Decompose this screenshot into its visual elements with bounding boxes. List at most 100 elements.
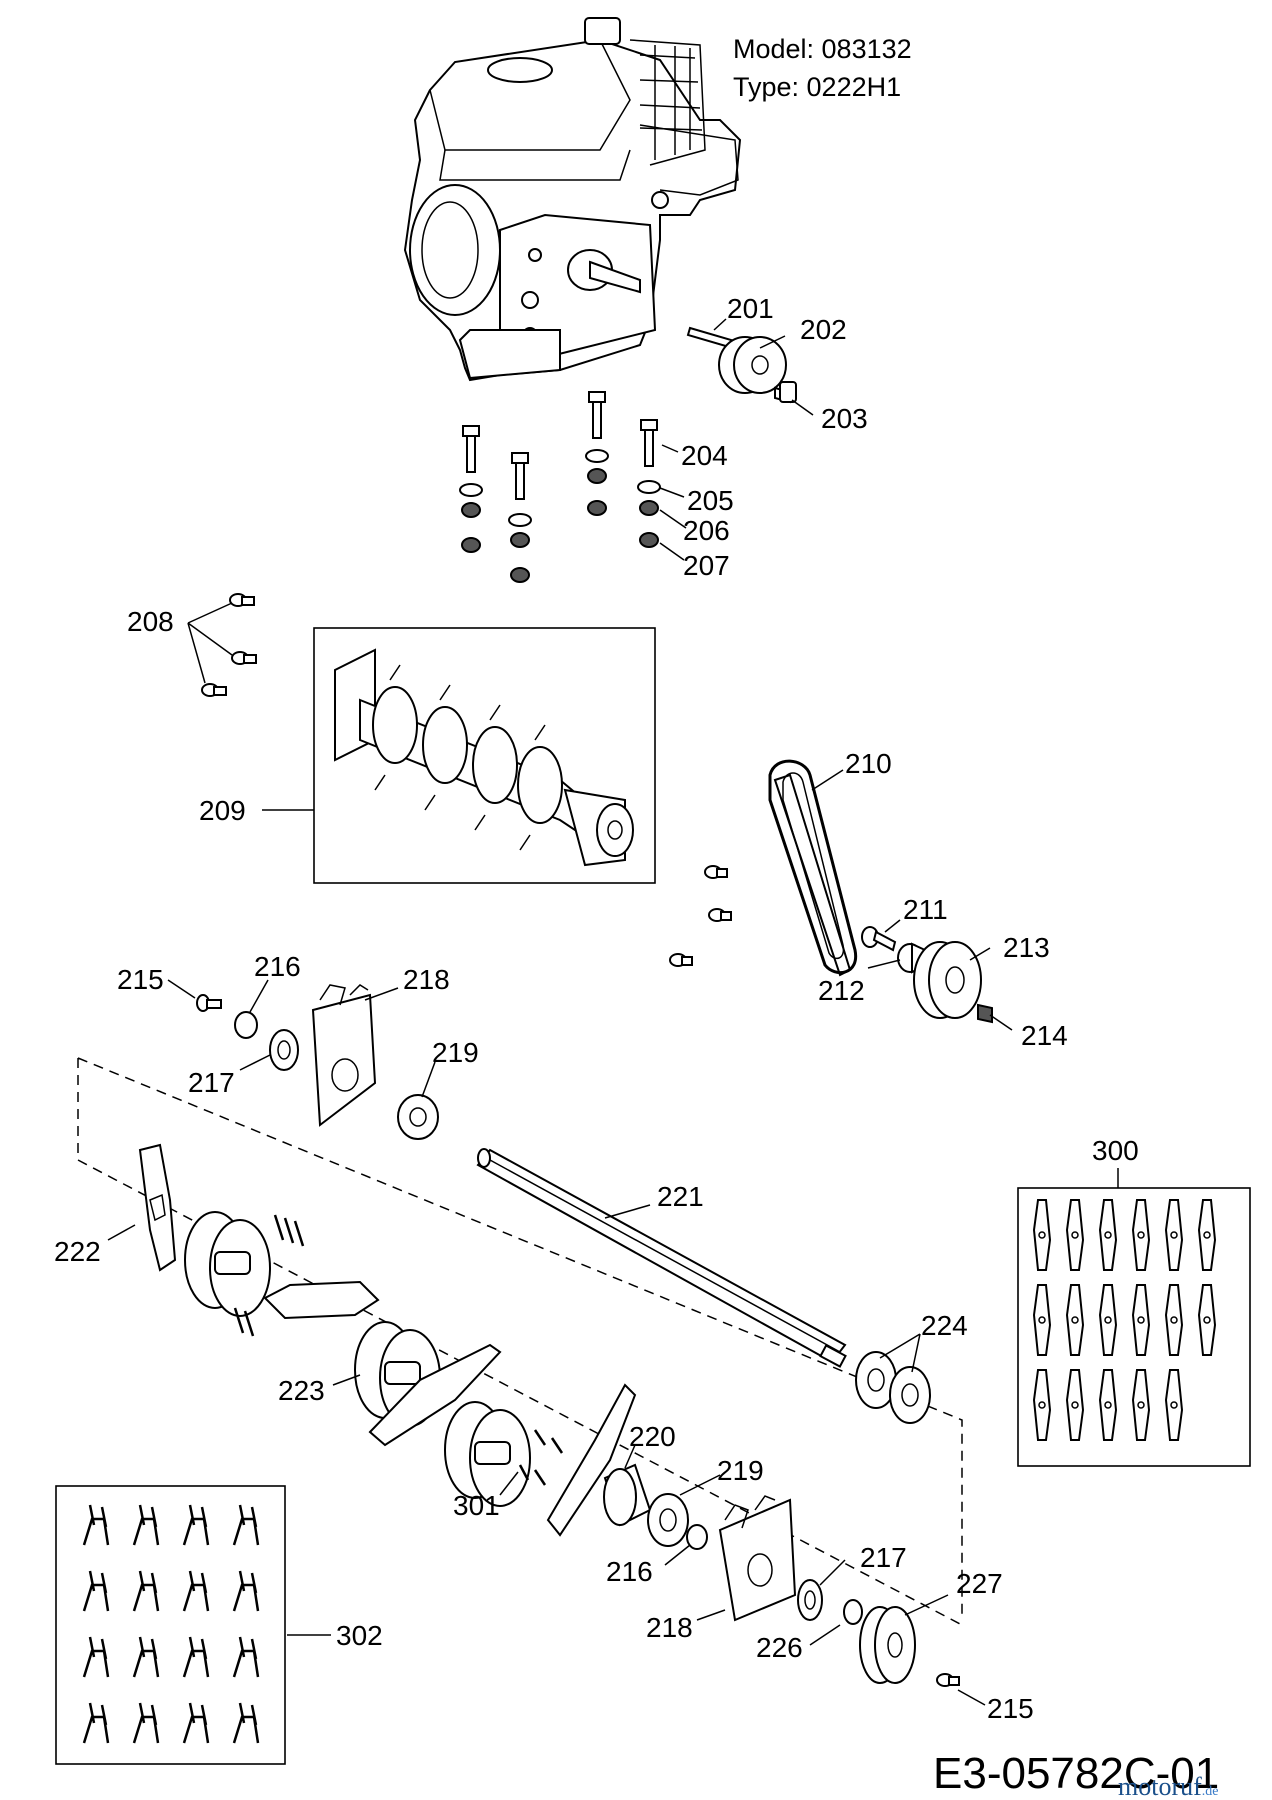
callout-204: 204 [681,440,728,471]
bolt-203 [774,381,797,404]
blade-kit-item-hole [1170,1316,1178,1324]
bolt-set-204-207 [459,391,661,583]
spring-kit-item [232,1636,260,1678]
blade-kit-300 [1032,1199,1217,1441]
callout-217-right: 217 [860,1542,907,1573]
blade-kit-item [1098,1199,1118,1271]
callout-211: 211 [903,894,948,925]
callout-218-left: 218 [403,964,450,995]
callout-302: 302 [336,1620,383,1651]
spring-kit-302 [82,1504,260,1744]
blade-kit-item [1164,1284,1184,1356]
callout-227: 227 [956,1568,1003,1599]
blade-kit-item-hole [1170,1231,1178,1239]
spring-kit-item [132,1570,160,1612]
blade-kit-item-hole [1137,1316,1145,1324]
spring-kit-item [232,1702,260,1744]
blade-kit-item-hole [1104,1316,1112,1324]
callout-216-right: 216 [606,1556,653,1587]
pulley-202 [718,336,787,394]
idler-assembly-211-214 [861,926,993,1024]
blade-kit-item-hole [1137,1231,1145,1239]
blade-kit-item-hole [1038,1401,1046,1409]
spring-kit-item [82,1570,110,1612]
blade-kit-item-hole [1038,1316,1046,1324]
blade-222 [138,1143,177,1272]
spring-kit-item [82,1636,110,1678]
callout-301: 301 [453,1490,500,1521]
blade-kit-item [1065,1199,1085,1271]
spring-kit-item [132,1702,160,1744]
callout-216-left: 216 [254,951,301,982]
callout-205: 205 [687,485,734,516]
spring-kit-item [82,1504,110,1546]
spring-kit-item [182,1570,210,1612]
blade-kit-item [1032,1369,1052,1441]
spring-kit-item [182,1504,210,1546]
callout-213: 213 [1003,932,1050,963]
callout-203: 203 [821,403,868,434]
reel-assembly [334,648,634,867]
blade-kit-item [1131,1369,1151,1441]
blade-kit-item-hole [1203,1231,1211,1239]
callout-215-right: 215 [987,1693,1034,1724]
spring-kit-item [132,1636,160,1678]
callout-217-left: 217 [188,1067,235,1098]
blade-kit-item-hole [1071,1316,1079,1324]
callout-226: 226 [756,1632,803,1663]
callout-208: 208 [127,606,174,637]
callout-222: 222 [54,1236,101,1267]
v-belt-210 [768,759,858,977]
callout-201: 201 [727,293,774,324]
callout-214: 214 [1021,1020,1068,1051]
callout-202: 202 [800,314,847,345]
blade-kit-item-hole [1203,1316,1211,1324]
spring-kit-item [132,1504,160,1546]
blade-kit-item [1032,1199,1052,1271]
blade-kit-item [1164,1199,1184,1271]
blade-kit-item-hole [1104,1401,1112,1409]
blade-kit-item-hole [1071,1401,1079,1409]
spring-kit-item [82,1702,110,1744]
callout-221: 221 [657,1181,704,1212]
blade-kit-item [1131,1284,1151,1356]
callout-300: 300 [1092,1135,1139,1166]
blade-kit-item [1098,1284,1118,1356]
callout-206: 206 [683,515,730,546]
belt-area-screws [669,865,732,967]
washers-224 [855,1351,931,1424]
callout-219-left: 219 [432,1037,479,1068]
right-bearing-set [603,1463,960,1687]
hex-shaft-221 [476,1148,847,1368]
leader-lines [107,318,1119,1706]
callout-223: 223 [278,1375,325,1406]
callout-218-right: 218 [646,1612,693,1643]
blade-kit-item [1065,1284,1085,1356]
callout-215-left: 215 [117,964,164,995]
callout-210: 210 [845,748,892,779]
blade-kit-item-hole [1137,1401,1145,1409]
spring-kit-item [182,1702,210,1744]
callout-212: 212 [818,975,865,1006]
blade-kit-item [1098,1369,1118,1441]
watermark: motoruf.de [1118,1772,1218,1800]
tine-springs [233,1214,564,1486]
assembly-envelope [77,1057,963,1626]
blade-kit-item [1131,1199,1151,1271]
diagram-code: E3-05782C-01 [933,1749,1219,1798]
type-number: Type: 0222H1 [733,72,901,102]
blade-kit-item [1032,1284,1052,1356]
spring-kit-item [232,1570,260,1612]
callout-224: 224 [921,1310,968,1341]
blade-kit-item-hole [1170,1401,1178,1409]
callout-207: 207 [683,550,730,581]
blade-kit-item [1197,1199,1217,1271]
blade-hubs [184,1211,637,1537]
spring-kit-item [182,1636,210,1678]
screws-208 [187,593,257,697]
model-number: Model: 083132 [733,34,912,64]
blade-kit-item [1197,1284,1217,1356]
engine [403,17,742,382]
left-bearing-set [196,984,439,1140]
